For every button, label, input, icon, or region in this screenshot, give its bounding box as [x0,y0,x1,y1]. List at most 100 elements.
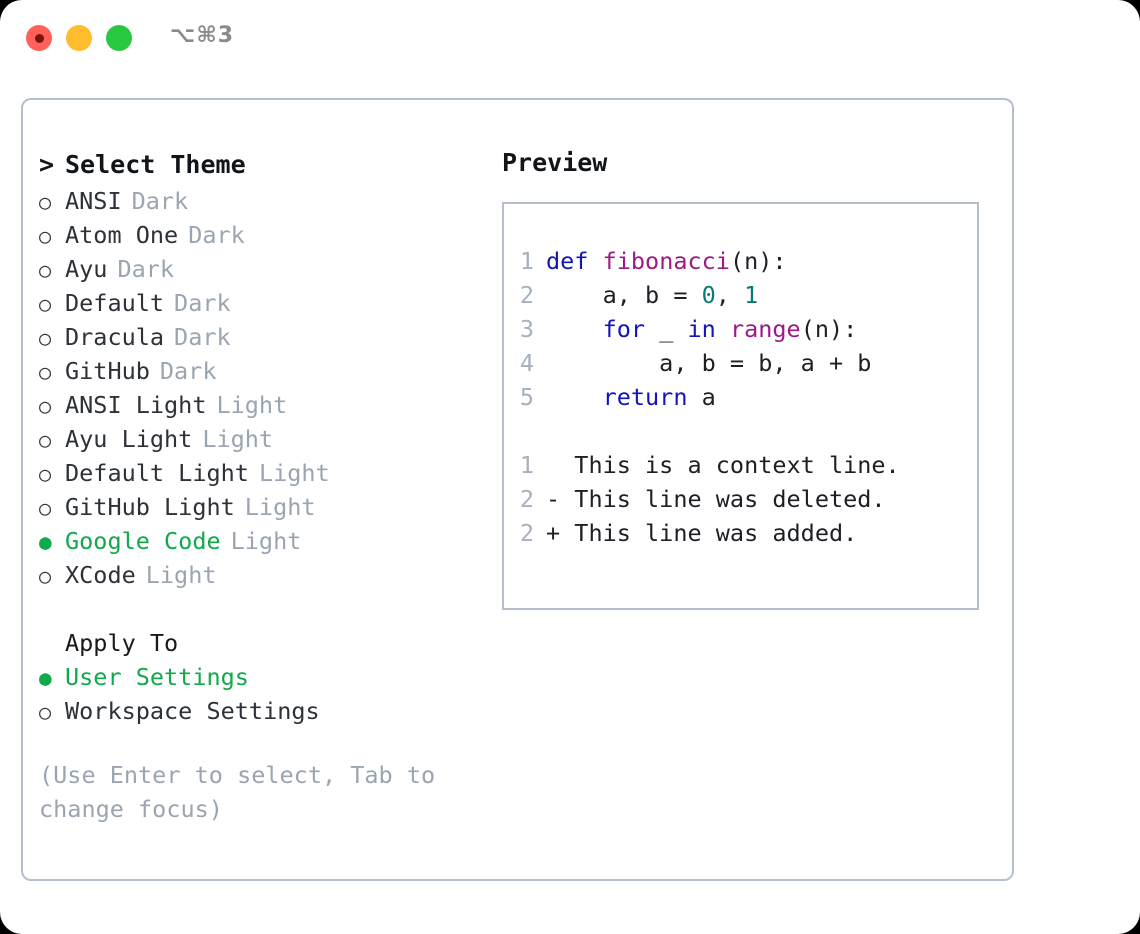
theme-option-label: Default Light [65,459,249,487]
theme-option-ansi-light[interactable]: ○ ANSI Light Light [39,388,489,422]
radio-unselected-icon: ○ [39,462,52,486]
theme-option-label: ANSI Light [65,391,207,419]
code-text: return a [546,380,716,414]
token-plain: (n): [729,247,787,275]
theme-option-tag: Light [145,561,217,589]
token-plain [716,315,730,343]
code-line: 4 a, b = b, a + b [512,346,977,380]
theme-option-label: Ayu [65,255,108,283]
token-plain: (n): [800,315,858,343]
radio-unselected-icon: ○ [39,700,52,724]
title-bar: ⌥⌘3 [0,0,1140,78]
apply-to-indent [39,626,65,660]
theme-option-tag: Dark [131,187,189,215]
theme-option-atom-one[interactable]: ○ Atom One Dark [39,218,489,252]
theme-option-tag: Light [258,459,330,487]
theme-option-label: Ayu Light [65,425,193,453]
token-fn: range [729,315,801,343]
code-text: a, b = 0, 1 [546,278,759,312]
token-num: 1 [744,281,759,309]
diff-sample: 1 This is a context line.2- This line wa… [512,448,977,550]
code-text: def fibonacci(n): [546,244,787,278]
token-plain [546,315,603,343]
theme-option-tag: Light [202,425,274,453]
traffic-lights [26,25,132,51]
theme-option-tag: Light [216,391,288,419]
theme-option-ayu-light[interactable]: ○ Ayu Light Light [39,422,489,456]
theme-option-xcode[interactable]: ○ XCode Light [39,558,489,592]
line-number: 3 [519,315,534,343]
code-line: 2 a, b = 0, 1 [512,278,977,312]
zoom-button[interactable] [106,25,132,51]
apply-to-option-label: User Settings [65,663,249,691]
cursor-caret-icon: > [39,150,55,179]
line-number: 5 [519,383,534,411]
token-kw: return [602,383,688,411]
diff-line-ctx: 1 This is a context line. [512,448,977,482]
theme-option-tag: Dark [117,255,175,283]
theme-option-label: GitHub Light [65,493,235,521]
apply-to-option-user-settings[interactable]: ● User Settings [39,660,489,694]
radio-unselected-icon: ○ [39,496,52,520]
theme-option-label: ANSI [65,187,122,215]
apply-to-option-workspace-settings[interactable]: ○ Workspace Settings [39,694,489,728]
radio-selected-icon: ● [39,666,52,690]
minimize-button[interactable] [66,25,92,51]
theme-option-github-light[interactable]: ○ GitHub Light Light [39,490,489,524]
theme-option-label: Dracula [65,323,165,351]
radio-unselected-icon: ○ [39,564,52,588]
token-plain [588,247,602,275]
apply-to-heading-label: Apply To [65,629,179,657]
close-button[interactable] [26,25,52,51]
theme-option-tag: Dark [174,289,231,317]
theme-option-label: Atom One [65,221,179,249]
token-plain: a, b = [546,281,702,309]
theme-option-tag: Dark [188,221,245,249]
theme-option-label: GitHub [65,357,150,385]
theme-option-label: XCode [65,561,136,589]
keyboard-hint: (Use Enter to select, Tab to change focu… [39,761,436,823]
diff-text: This is a context line. [546,451,900,479]
code-line: 3 for _ in range(n): [512,312,977,346]
diff-line-del: 2- This line was deleted. [512,482,977,516]
theme-option-label: Default [65,289,165,317]
token-kw: def [546,247,589,275]
token-plain: , [715,281,745,309]
theme-option-ansi[interactable]: ○ ANSI Dark [39,184,489,218]
apply-to-option-label: Workspace Settings [65,697,320,725]
radio-unselected-icon: ○ [39,428,52,452]
theme-option-tag: Light [230,527,302,555]
token-num: 0 [701,281,716,309]
diff-text: - This line was deleted. [546,485,886,513]
line-number: 4 [519,349,534,377]
theme-option-tag: Light [244,493,316,521]
radio-unselected-icon: ○ [39,190,52,214]
line-number: 1 [519,247,534,275]
shortcut-label: ⌥⌘3 [170,23,235,48]
theme-option-tag: Dark [174,323,231,351]
preview-title: Preview [502,148,608,177]
select-theme-heading: > Select Theme [39,146,489,184]
apply-to-heading: Apply To [39,626,489,660]
token-plain: _ [645,315,688,343]
radio-unselected-icon: ○ [39,224,52,248]
diff-line-add: 2+ This line was added. [512,516,977,550]
apply-to-list: ● User Settings ○ Workspace Settings [39,660,489,728]
token-plain: a [687,383,716,411]
code-text: for _ in range(n): [546,312,858,346]
line-number: 1 [519,451,534,479]
token-kw: in [687,315,716,343]
theme-option-label: Google Code [65,527,221,555]
radio-unselected-icon: ○ [39,394,52,418]
theme-option-default-light[interactable]: ○ Default Light Light [39,456,489,490]
